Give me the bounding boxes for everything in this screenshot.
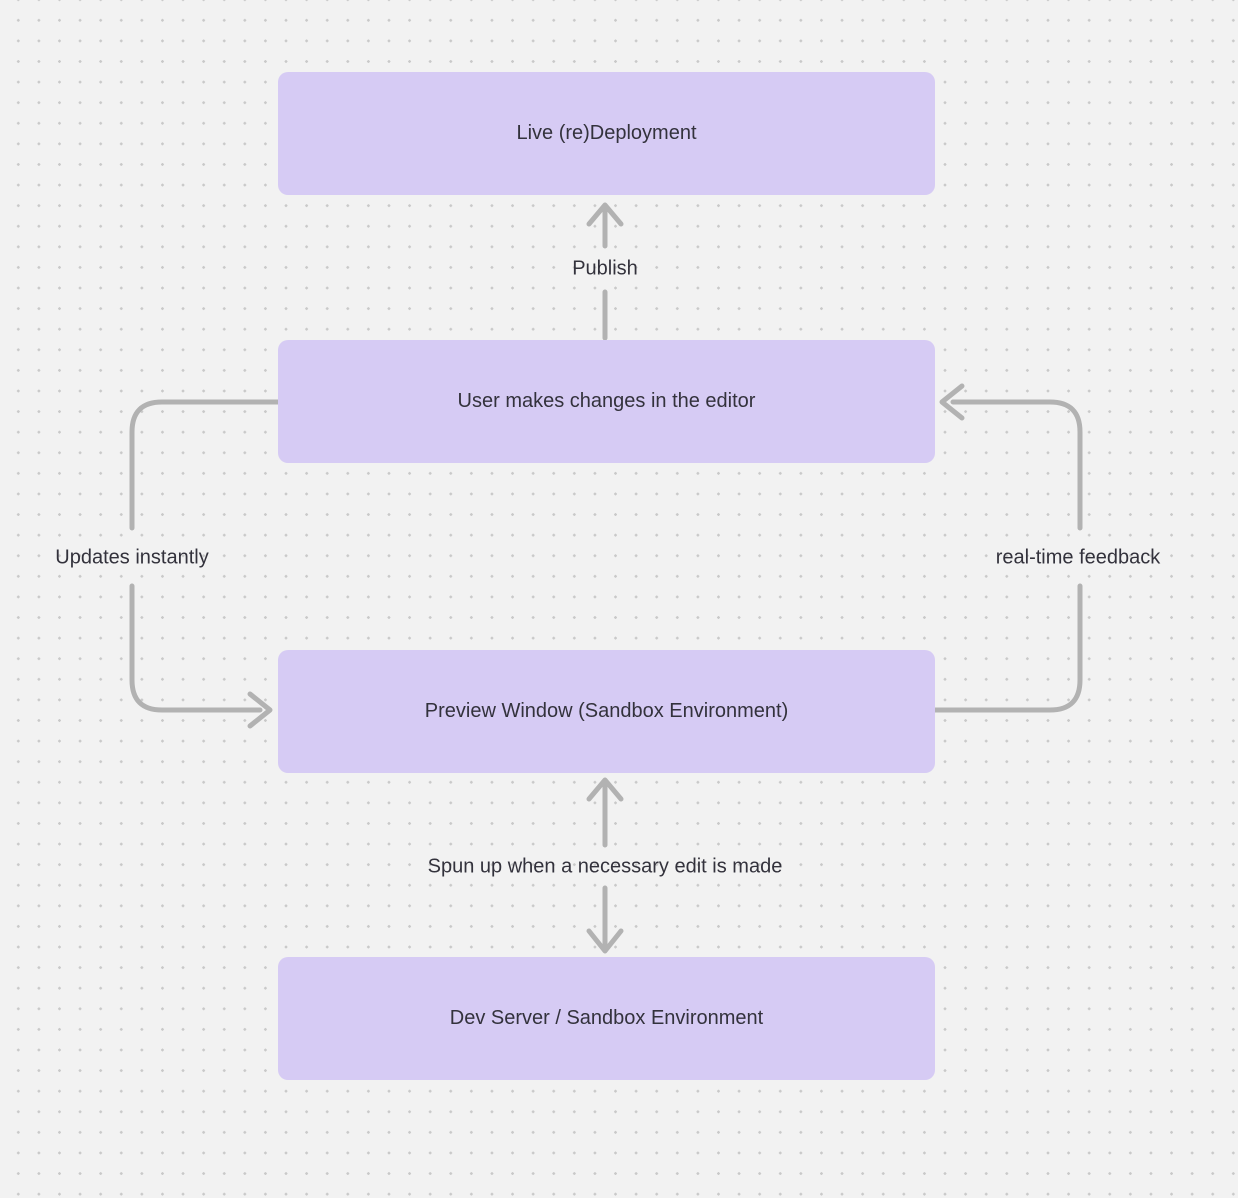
node-live-redeployment: Live (re)Deployment (278, 72, 935, 195)
edge-label-updates-instantly: Updates instantly (55, 546, 209, 569)
node-preview-window: Preview Window (Sandbox Environment) (278, 650, 935, 773)
arrow-right-icon (247, 691, 273, 729)
node-label: Dev Server / Sandbox Environment (449, 1007, 764, 1029)
node-label: Preview Window (Sandbox Environment) (424, 700, 789, 722)
edge-label-spun-up: Spun up when a necessary edit is made (427, 855, 783, 878)
edge-label-realtime-feedback: real-time feedback (995, 546, 1161, 569)
arrow-up-icon (586, 202, 624, 227)
arrow-left-icon (939, 383, 965, 421)
edge-label-publish: Publish (572, 257, 638, 280)
node-dev-server: Dev Server / Sandbox Environment (278, 957, 935, 1080)
node-label: User makes changes in the editor (457, 390, 756, 412)
node-label: Live (re)Deployment (516, 122, 697, 144)
node-user-editor: User makes changes in the editor (278, 340, 935, 463)
arrow-down-icon (586, 928, 624, 954)
arrow-up-icon (586, 777, 624, 802)
